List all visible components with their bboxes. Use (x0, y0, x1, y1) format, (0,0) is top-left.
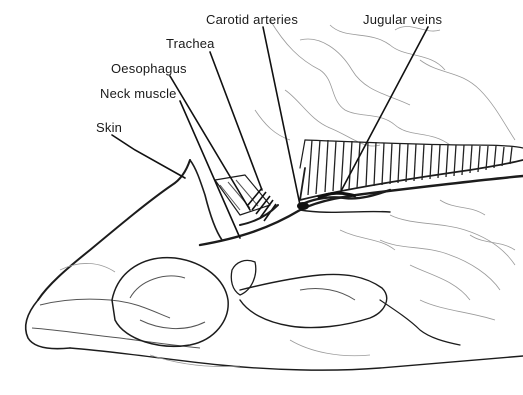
label-trachea: Trachea (166, 36, 215, 51)
trachea-leader (210, 52, 262, 190)
label-carotid-arteries: Carotid arteries (206, 12, 298, 27)
vertebral-column (300, 140, 523, 200)
label-oesophagus: Oesophagus (111, 61, 187, 76)
skin-leader (112, 135, 185, 178)
carotid-leader (263, 27, 300, 205)
label-skin: Skin (96, 120, 122, 135)
label-neck-muscle: Neck muscle (100, 86, 177, 101)
label-jugular-veins: Jugular veins (363, 12, 442, 27)
oesophagus-leader (170, 76, 250, 210)
background-sketch (255, 20, 515, 146)
neck-muscle-leader (180, 101, 240, 238)
skull-form (112, 258, 460, 347)
leader-lines (112, 27, 428, 238)
labels: Carotid arteries Jugular veins Trachea O… (96, 12, 442, 135)
